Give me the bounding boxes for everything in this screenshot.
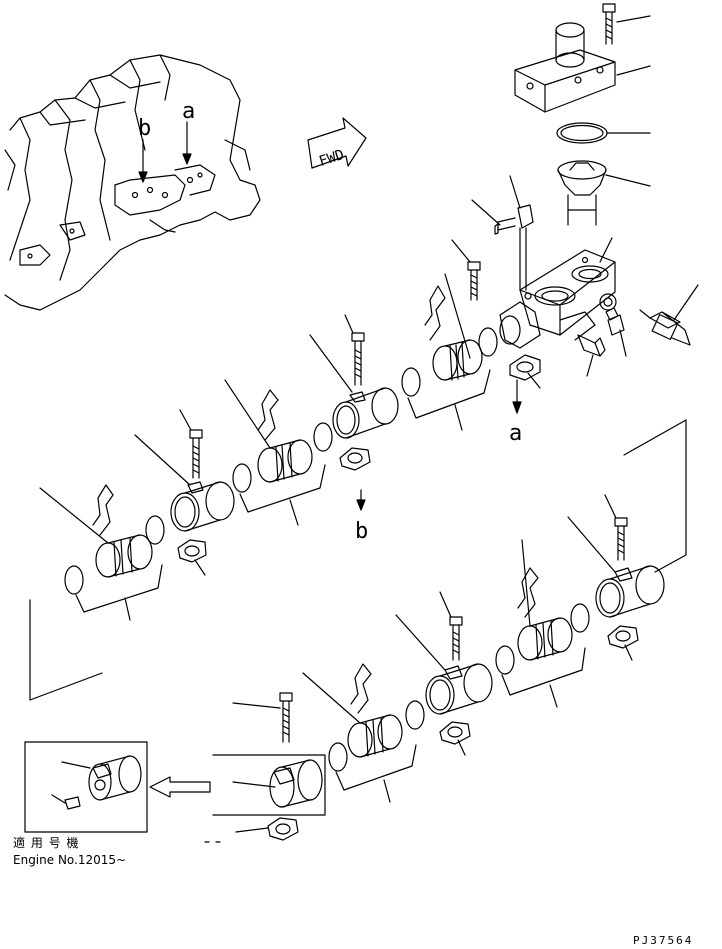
connector-pipe-4 bbox=[517, 617, 573, 661]
thermostat bbox=[557, 160, 607, 226]
cover-bolt bbox=[602, 3, 616, 45]
connector-pipe-3 bbox=[95, 534, 153, 578]
arrow-a-top bbox=[182, 121, 192, 165]
engine-block bbox=[4, 54, 261, 311]
gasket-3 bbox=[177, 539, 207, 563]
o-ring-6 bbox=[64, 565, 84, 595]
gasket-lower-3 bbox=[267, 817, 299, 841]
o-ring-thermostat bbox=[556, 122, 608, 144]
figure-code: PJ37564 bbox=[633, 934, 694, 947]
sensor-fitting bbox=[494, 204, 534, 291]
bolt-pipe-1 bbox=[351, 332, 365, 386]
gasket-2 bbox=[339, 447, 371, 471]
fitting-small-1 bbox=[605, 307, 625, 336]
label-b-top: b bbox=[138, 116, 151, 141]
arrow-a-mid bbox=[512, 379, 522, 414]
sleeve-1 bbox=[332, 387, 399, 439]
bolt-pipe-2 bbox=[189, 429, 203, 479]
sleeve-2 bbox=[170, 481, 235, 532]
bolt-lower-2 bbox=[449, 616, 463, 661]
o-ring-2 bbox=[401, 367, 421, 397]
thermostat-housing bbox=[499, 249, 617, 349]
sleeve-lower-2 bbox=[425, 663, 493, 715]
fwd-arrow-icon bbox=[307, 117, 367, 169]
temperature-sensor bbox=[639, 309, 691, 346]
sleeve-lower-right bbox=[595, 565, 665, 618]
o-ring-1 bbox=[478, 327, 498, 357]
inset-new-sleeve bbox=[212, 754, 326, 816]
housing-bolt bbox=[467, 261, 481, 301]
inset-old-design bbox=[24, 741, 148, 833]
arrow-b-top bbox=[138, 139, 148, 183]
arrow-b-mid bbox=[356, 489, 366, 511]
o-ring-8 bbox=[495, 645, 515, 675]
label-a-mid: a bbox=[509, 421, 522, 446]
bolt-lower-3 bbox=[279, 692, 293, 743]
o-ring-9 bbox=[405, 700, 425, 730]
applicability-label: 適 用 号 機 bbox=[13, 836, 80, 850]
o-ring-7 bbox=[570, 603, 590, 633]
gasket-housing bbox=[509, 354, 541, 381]
fitting-small-2 bbox=[577, 334, 606, 357]
label-a-top: a bbox=[182, 99, 195, 124]
o-ring-5 bbox=[145, 515, 165, 545]
hollow-arrow-left bbox=[149, 776, 211, 798]
connector-pipe-5 bbox=[347, 714, 403, 758]
gasket-lower-2 bbox=[439, 721, 471, 745]
connector-pipe-2 bbox=[257, 439, 313, 483]
o-ring-3 bbox=[313, 422, 333, 452]
label-b-mid: b bbox=[355, 519, 368, 544]
engine-number-label: Engine No.12015~ bbox=[13, 853, 127, 867]
o-ring-10 bbox=[328, 742, 348, 772]
bolt-lower-right bbox=[614, 517, 628, 561]
o-ring-4 bbox=[232, 463, 252, 493]
connector-pipe-1 bbox=[432, 339, 483, 381]
thermostat-cover bbox=[514, 22, 616, 113]
fwd-label: FWD bbox=[317, 147, 346, 170]
gasket-lower-right bbox=[607, 625, 639, 649]
